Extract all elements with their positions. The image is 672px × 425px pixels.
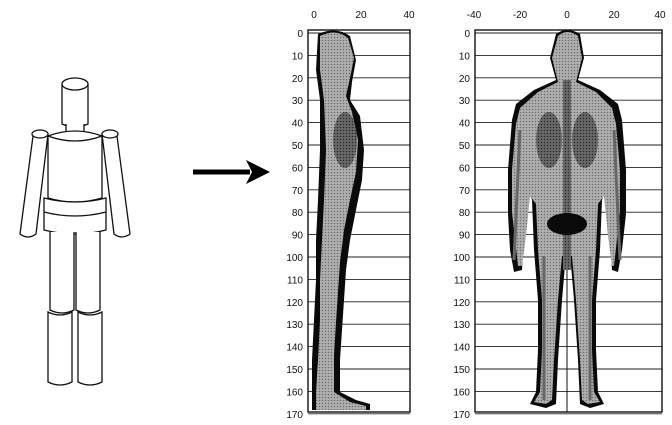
side-y-tick-10: 100 [286, 253, 303, 264]
mannequin-right-shin [78, 312, 102, 385]
front-y-tick-4: 40 [459, 119, 471, 130]
side-y-tick-3: 30 [292, 96, 304, 107]
side-y-tick-13: 130 [286, 320, 303, 331]
side-y-tick-16: 160 [286, 387, 303, 398]
side-y-tick-labels: 0 10 20 30 40 50 60 70 80 90 100 110 120 130 140 150 160… [286, 29, 303, 421]
side-y-tick-17: 170 [286, 410, 303, 421]
front-x-tick-1: -20 [513, 10, 528, 21]
front-y-tick-8: 80 [459, 208, 471, 219]
side-x-tick-0: 0 [311, 10, 317, 21]
front-y-tick-11: 110 [454, 275, 470, 286]
front-y-tick-labels: 0 10 20 30 40 50 60 70 80 90 100 110 120 130 140 150 160… [453, 29, 470, 421]
side-y-tick-12: 120 [286, 298, 303, 309]
front-x-tick-3: 20 [608, 10, 620, 21]
side-y-tick-7: 70 [292, 186, 304, 197]
side-y-tick-15: 150 [286, 365, 303, 376]
front-y-tick-6: 60 [459, 163, 471, 174]
front-spine [563, 80, 571, 270]
front-y-tick-16: 160 [453, 387, 470, 398]
mannequin-figure [20, 78, 130, 385]
front-pelvis [547, 213, 587, 235]
mannequin-left-thigh [50, 232, 74, 313]
front-y-tick-3: 30 [459, 96, 471, 107]
side-y-tick-6: 60 [292, 163, 304, 174]
front-y-tick-13: 130 [453, 320, 470, 331]
front-y-tick-12: 120 [453, 298, 470, 309]
side-x-tick-2: 40 [403, 10, 415, 21]
front-y-tick-17: 170 [453, 410, 470, 421]
front-y-tick-14: 140 [453, 343, 470, 354]
side-view-chart: 0 20 40 0 10 20 30 40 50 60 70 80 90 100 110 120 130 1… [286, 10, 415, 421]
front-x-tick-0: -40 [467, 10, 482, 21]
front-y-tick-7: 70 [459, 186, 471, 197]
front-y-tick-2: 20 [459, 74, 471, 85]
front-y-tick-15: 150 [453, 365, 470, 376]
mannequin-right-thigh [76, 232, 100, 313]
side-y-tick-9: 90 [292, 231, 304, 242]
front-y-tick-5: 50 [459, 141, 471, 152]
side-y-tick-1: 10 [292, 51, 304, 62]
front-y-tick-1: 10 [459, 51, 471, 62]
front-x-tick-4: 40 [654, 10, 666, 21]
side-lungs [333, 112, 357, 168]
side-y-tick-8: 80 [292, 208, 304, 219]
side-body-tissue [316, 32, 366, 410]
side-x-tick-1: 20 [355, 10, 367, 21]
front-y-tick-10: 100 [453, 253, 470, 264]
front-left-lung [536, 112, 562, 168]
side-y-tick-4: 40 [292, 119, 304, 130]
front-y-tick-0: 0 [464, 29, 470, 40]
front-view-chart: -40 -20 0 20 40 0 10 20 30 40 50 60 70 80 90 100 11… [453, 10, 666, 421]
front-y-tick-9: 90 [459, 231, 471, 242]
side-y-tick-0: 0 [297, 29, 303, 40]
side-y-tick-11: 110 [287, 275, 303, 286]
front-x-tick-2: 0 [564, 10, 570, 21]
mannequin-left-shin [48, 312, 72, 385]
arrow-icon [193, 160, 270, 184]
front-right-lung [572, 112, 598, 168]
side-y-tick-2: 20 [292, 74, 304, 85]
side-y-tick-14: 140 [286, 343, 303, 354]
side-y-tick-5: 50 [292, 141, 304, 152]
